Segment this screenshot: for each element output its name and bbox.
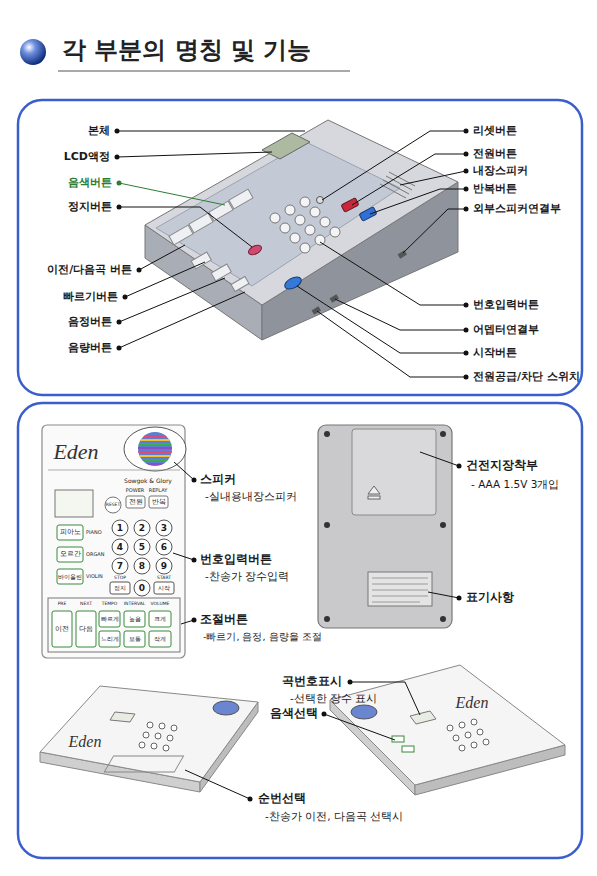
key-number: 0: [139, 583, 145, 593]
part-note: - AAA 1.5V 3개입: [471, 478, 560, 490]
button-text: 작게: [154, 636, 166, 643]
part-label: 반복버튼: [473, 183, 517, 196]
part-label: 빠르기버튼: [63, 291, 118, 304]
device-print: STOP: [114, 575, 126, 580]
button-text: 크게: [154, 616, 166, 623]
part-label: 음색선택: [270, 707, 318, 721]
button-text: 보통: [129, 636, 141, 643]
part-note: -선택한 장수 표시: [290, 692, 377, 704]
button-text: 바이올린: [58, 573, 82, 579]
part-label: 이전/다음곡 버튼: [47, 264, 132, 277]
device-print: VOLUME: [151, 601, 170, 606]
part-label: 전원공급/차단 스위치: [473, 371, 580, 384]
leader-lines: [173, 452, 459, 799]
part-label: 전원버튼: [473, 148, 517, 161]
device-print: ORGAN: [86, 552, 104, 558]
button-text: 느리게: [101, 636, 119, 642]
part-label: 시작버튼: [473, 347, 517, 360]
device-print: PRE: [58, 601, 67, 606]
device-print: INTERVAL: [124, 601, 146, 606]
part-label: 음색버튼: [68, 177, 112, 190]
part-note: -찬송가 이전, 다음곡 선택시: [265, 810, 403, 822]
part-label: 어뎁터연결부: [473, 324, 539, 337]
button-text: 피아노: [60, 529, 81, 536]
button-text: 빠르게: [101, 616, 119, 622]
key-number: 6: [161, 542, 167, 552]
part-label: 내장스피커: [473, 165, 528, 178]
device-front: [42, 425, 186, 658]
title-bullet: [20, 39, 46, 65]
device-print: NEXT: [80, 601, 92, 606]
button-text: 오르간: [60, 551, 81, 558]
part-label: LCD액정: [64, 151, 110, 164]
device-3d: [145, 120, 458, 340]
button-text: 이전: [55, 625, 69, 633]
brand-logo: Eden: [69, 733, 102, 751]
part-label: 스피커: [200, 473, 236, 487]
part-label: 외부스피커연결부: [473, 203, 561, 216]
brand-logo: Eden: [53, 439, 98, 464]
button-text: 시작: [158, 585, 170, 592]
part-label: 리셋버튼: [473, 125, 517, 138]
key-number: 3: [161, 523, 167, 533]
part-label: 번호입력버튼: [200, 553, 272, 567]
key-number: 2: [139, 523, 145, 533]
key-number: 7: [117, 561, 123, 571]
part-label: 곡번호표시: [282, 675, 342, 689]
part-note: -실내용내장스피커: [205, 490, 297, 502]
title-underline: [58, 70, 350, 71]
part-label: 번호입력버튼: [473, 299, 539, 312]
part-label: 음량버튼: [68, 342, 112, 355]
leader-lines: [117, 131, 466, 377]
key-number: 8: [139, 561, 145, 571]
part-label: 본체: [88, 125, 110, 138]
key-number: 5: [139, 542, 145, 552]
button-text: 높음: [129, 616, 141, 623]
part-label: 조절버튼: [200, 613, 248, 627]
leader-dots: [192, 464, 462, 802]
button-text: 다음: [79, 625, 93, 633]
part-label: 표기사항: [466, 591, 514, 605]
device-angled-right: [330, 665, 565, 795]
part-label: 건전지장착부: [466, 459, 538, 473]
device-back: [318, 425, 452, 628]
part-note: -찬송가 장수입력: [205, 570, 289, 582]
key-number: 1: [117, 523, 123, 533]
device-print: POWER: [126, 488, 145, 494]
button-text: 정지: [114, 585, 126, 592]
device-print: Sowgok & Glory: [124, 478, 172, 485]
button-text: RESET: [106, 502, 120, 507]
brand-logo: Eden: [456, 694, 489, 712]
key-number: 4: [117, 542, 123, 552]
part-label: 순번선택: [258, 792, 306, 806]
device-print: TEMPO: [102, 601, 118, 606]
device-print: VIOLIN: [86, 574, 103, 580]
key-number: 9: [161, 561, 167, 571]
part-label: 정지버튼: [68, 201, 112, 214]
page-title: 각 부분의 명칭 및 기능: [62, 37, 311, 65]
button-text: 반복: [152, 498, 166, 506]
button-text: 전원: [129, 498, 143, 506]
device-print: REPLAY: [149, 488, 168, 494]
part-label: 음정버튼: [68, 316, 112, 329]
panel-frame: [18, 100, 582, 395]
device-print: START: [157, 575, 171, 580]
panel-frame: [18, 403, 582, 858]
device-print: PIANO: [86, 530, 102, 536]
leader-dots: [115, 129, 469, 380]
part-note: -빠르기, 음정, 음량을 조절: [203, 632, 322, 643]
device-angled-left: [40, 686, 258, 792]
